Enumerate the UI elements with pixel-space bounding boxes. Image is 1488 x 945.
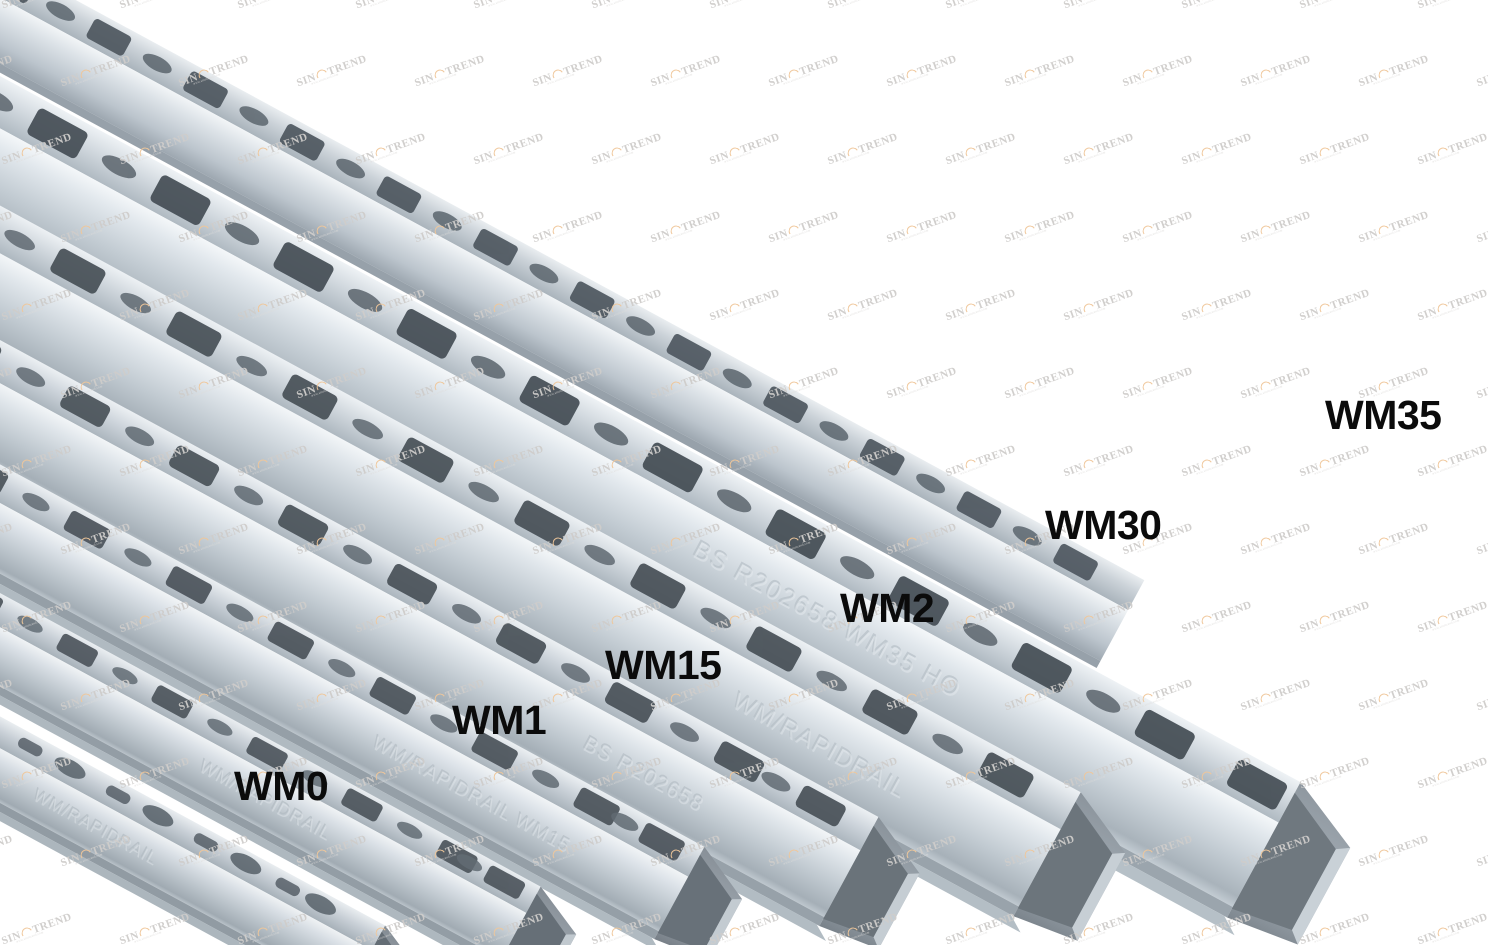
label-wm1: WM1: [452, 697, 547, 743]
label-wm0: WM0: [234, 763, 329, 809]
strut-channel-wm15: WM/RAPIDRAIL WM15 WM/RAPIDRAIL WM15: [0, 258, 776, 945]
strut-channel-wm0: WM/RAPIDRAIL WM/RAPIDRAIL: [0, 433, 457, 945]
strut-channel-back-rail: [0, 0, 1145, 669]
label-wm35: WM35: [1325, 392, 1442, 438]
label-wm15: WM15: [605, 642, 722, 688]
label-wm30: WM30: [1045, 502, 1162, 548]
strut-channel-wm1: WM/RAPIDRAIL WM/RAPIDRAIL: [0, 348, 607, 945]
label-wm2: WM2: [840, 585, 935, 631]
